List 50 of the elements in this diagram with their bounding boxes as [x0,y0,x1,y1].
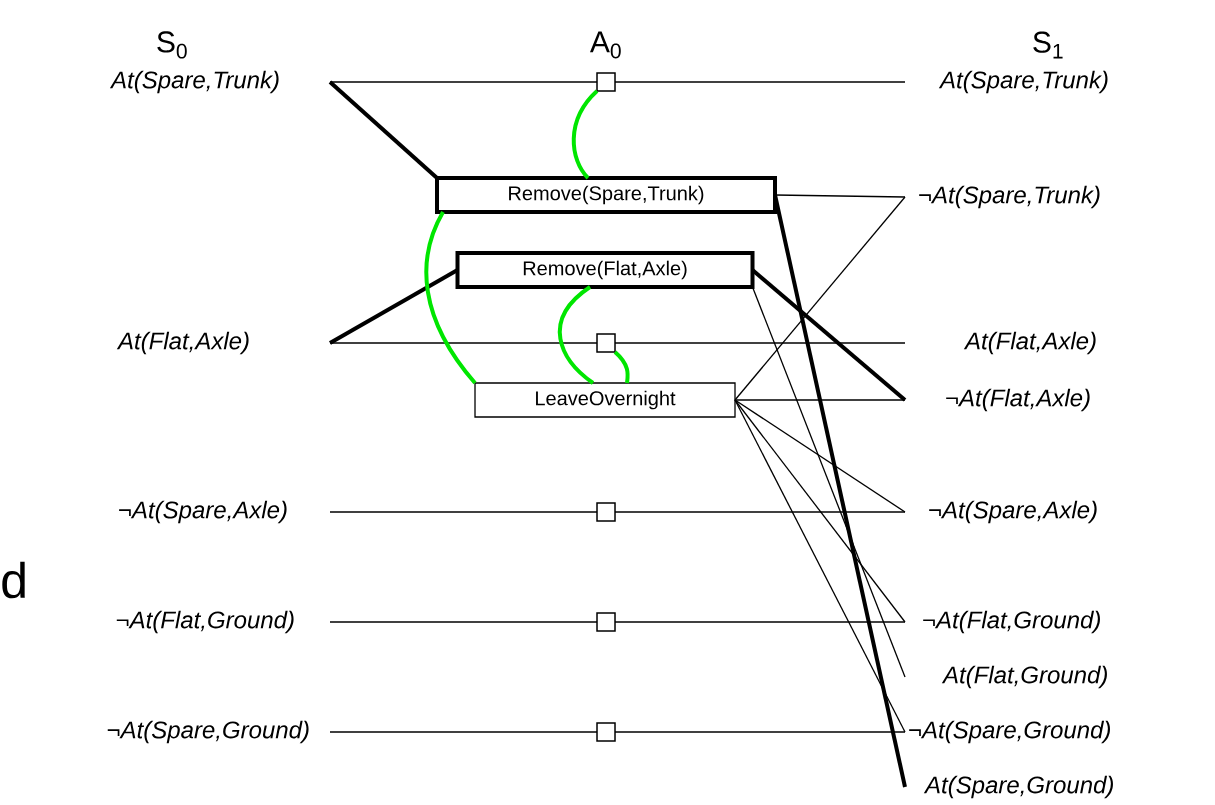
link-line [329,621,598,623]
state-literal: ¬At(Spare,Ground) [107,720,309,744]
mutex-link [613,350,630,384]
link-line [734,196,906,401]
link-line [329,731,598,733]
link-line [773,194,907,788]
action-box: Remove(Spare,Trunk) [435,176,777,214]
mutex-link [424,211,477,385]
state-literal: ¬At(Spare,Trunk) [919,185,1100,209]
link-line [329,81,598,83]
link-line [734,399,906,733]
link-line [751,286,906,678]
level-heading: S$_{1}$ [1033,31,1063,59]
state-literal: At(Flat,Ground) [941,665,1107,689]
state-literal: ¬At(Flat,Axle) [946,388,1090,412]
link-line [329,268,459,345]
cut-off-letter: d [2,561,25,599]
state-literal: At(Spare,Ground) [923,775,1113,799]
persistence-box [596,502,616,522]
action-box: LeaveOvernight [474,382,736,418]
action-box: Remove(Flat,Axle) [455,251,755,289]
state-literal: ¬At(Flat,Ground) [923,610,1100,634]
state-literal: ¬At(Spare,Axle) [929,500,1097,524]
level-heading: S$_{0}$ [157,31,187,59]
mutex-link [557,285,595,385]
persistence-box [596,612,616,632]
persistence-box [596,722,616,742]
state-literal: ¬At(Spare,Ground) [909,720,1110,744]
link-line [614,731,906,733]
state-literal: At(Spare,Trunk) [109,70,279,94]
link-line [734,399,906,623]
link-line [614,621,906,623]
link-line [329,511,598,513]
link-line [614,511,906,513]
state-literal: ¬At(Spare,Axle) [119,500,287,524]
state-literal: At(Flat,Axle) [116,331,249,355]
link-line [614,342,906,344]
link-line [328,80,439,180]
state-literal: ¬At(Flat,Ground) [116,610,294,634]
link-line [734,399,906,401]
persistence-box [596,72,616,92]
link-line [774,194,906,198]
link-line [614,81,906,83]
link-line [751,268,907,402]
level-heading: A$_{0}$ [590,31,621,59]
mutex-link [571,89,599,180]
link-line [734,399,906,513]
state-literal: At(Spare,Trunk) [938,70,1108,94]
persistence-box [596,333,616,353]
state-literal: At(Flat,Axle) [963,331,1096,355]
